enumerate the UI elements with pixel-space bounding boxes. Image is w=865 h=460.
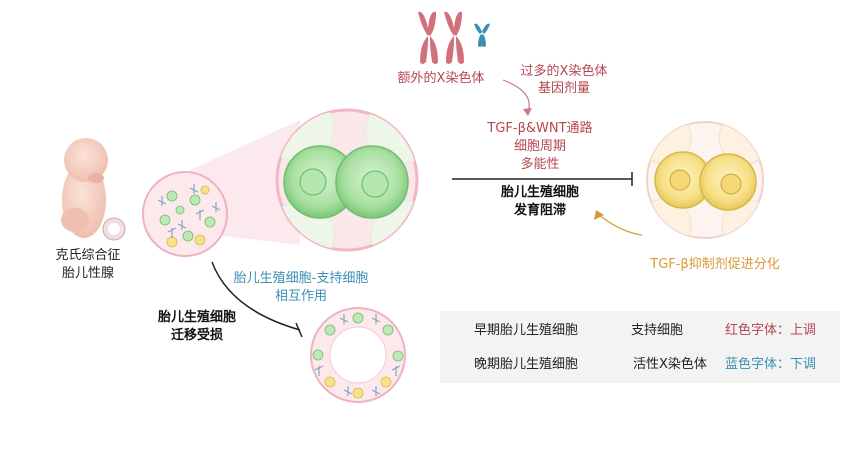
pathway-label-3: 多能性	[520, 157, 560, 172]
dosage-label-1: 过多的X染色体	[520, 64, 608, 79]
legend-early-label: 早期胎儿生殖细胞	[474, 323, 579, 338]
legend-sertoli-label: 支持细胞	[631, 323, 684, 338]
chromosome-icon	[418, 11, 490, 64]
dosage-arrowhead	[523, 108, 532, 116]
inhibitor-arrowhead	[594, 210, 604, 220]
legend-late-label: 晚期胎儿生殖细胞	[474, 357, 579, 372]
extra-x-label: 额外的X染色体	[397, 71, 485, 86]
migration-label-1: 胎儿生殖细胞	[157, 310, 236, 325]
legend-active-x-label: 活性X染色体	[633, 357, 707, 372]
arrest-label-1: 胎儿生殖细胞	[500, 185, 579, 200]
pathway-label-1: TGF-β&WNT通路	[487, 121, 593, 136]
gonad-small-circle	[142, 171, 228, 257]
tubule-circle	[310, 307, 406, 403]
migration-inhibition-bar	[295, 322, 303, 338]
interaction-label-2: 相互作用	[274, 289, 327, 304]
differentiated-circle	[646, 121, 764, 239]
legend-blue-font-label: 蓝色字体：下调	[725, 357, 817, 372]
inhibitor-label: TGF-β抑制剂促进分化	[650, 257, 780, 272]
klinefelter-label-2: 胎儿性腺	[61, 266, 114, 281]
legend	[440, 311, 840, 383]
migration-label-2: 迁移受损	[170, 328, 223, 343]
interaction-label-1: 胎儿生殖细胞-支持细胞	[233, 271, 369, 286]
dosage-label-2: 基因剂量	[537, 81, 590, 96]
migration-inhibition-line	[211, 261, 301, 331]
klinefelter-label-1: 克氏综合征	[55, 248, 121, 263]
fetus-icon	[61, 138, 126, 241]
legend-red-font-label: 红色字体：上调	[725, 323, 817, 338]
pathway-label-2: 细胞周期	[513, 139, 566, 154]
arrest-label-2: 发育阻滞	[513, 203, 566, 218]
inhibitor-arrow	[597, 213, 643, 236]
